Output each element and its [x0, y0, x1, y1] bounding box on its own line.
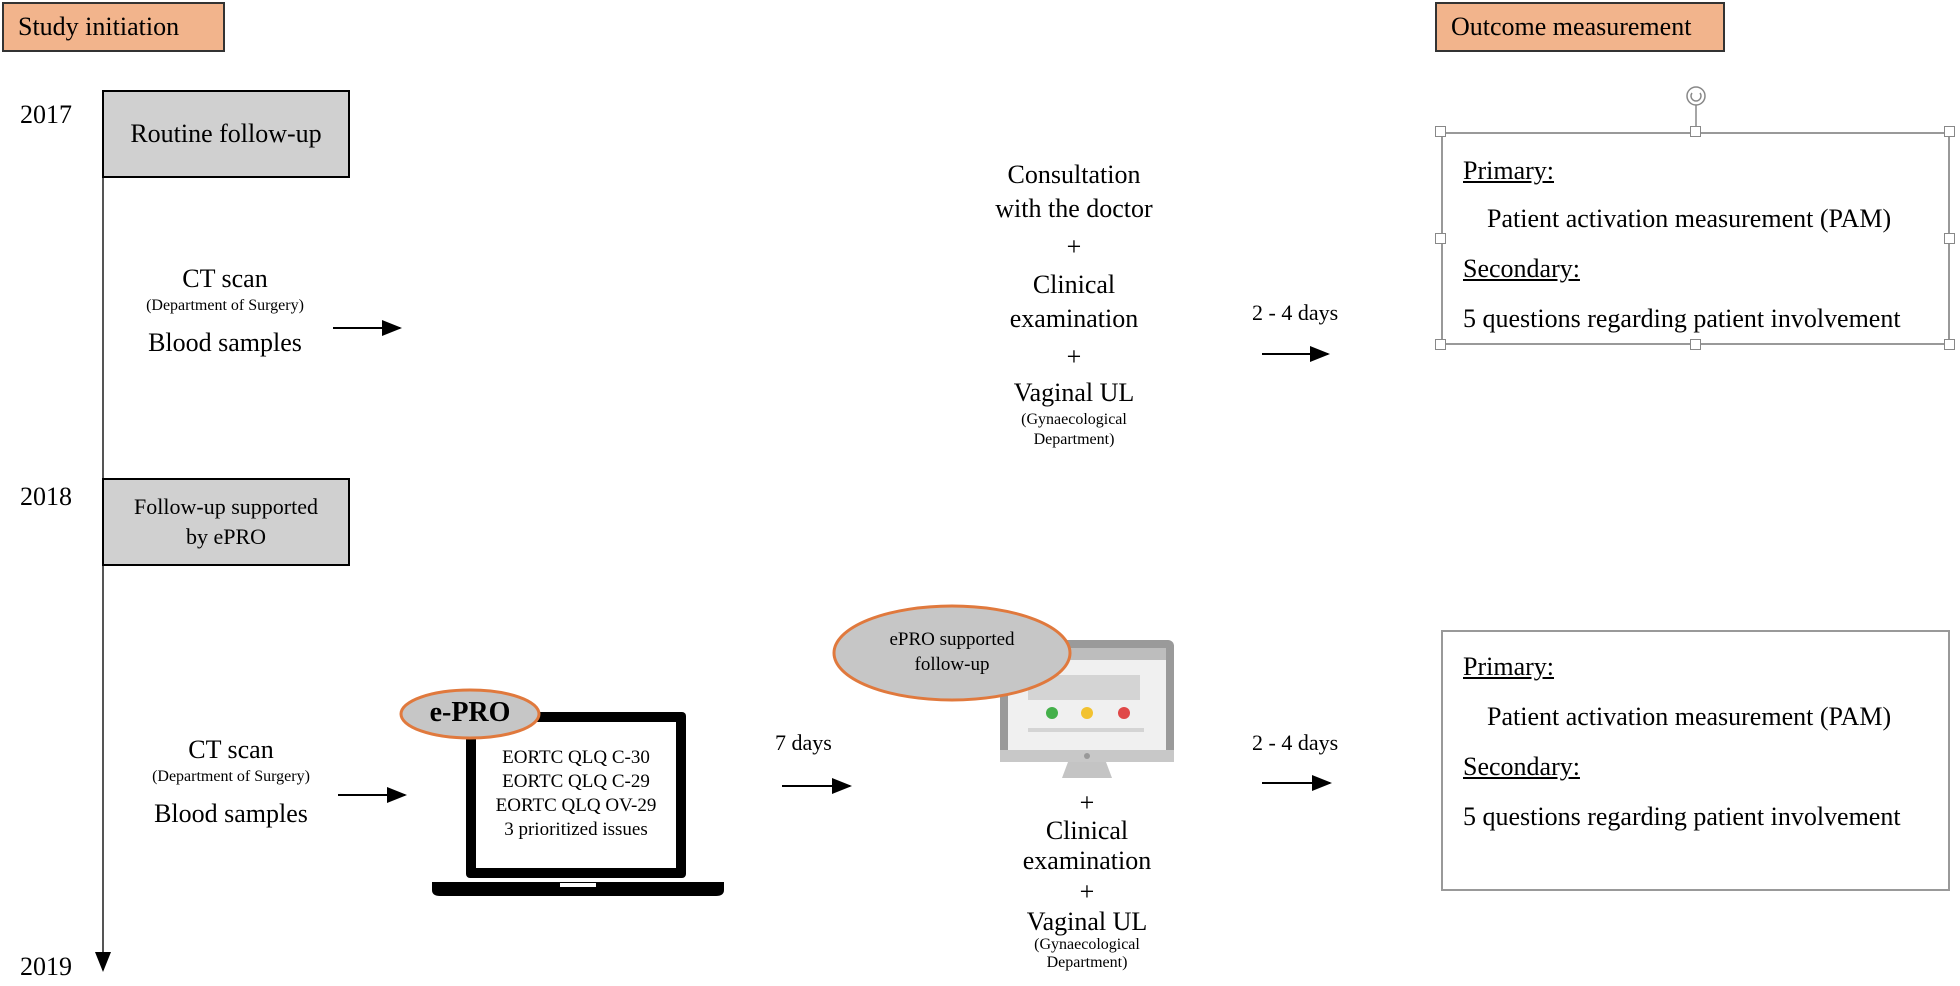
laptop-icon: [432, 712, 724, 896]
examination-label: examination: [1009, 304, 1139, 333]
ct-dept-label: (Department of Surgery): [146, 297, 304, 314]
secondary-label: Secondary:: [1463, 254, 1580, 283]
outcome-box-routine: Primary: Patient activation measurement …: [1441, 132, 1950, 345]
outcome-box-epro: Primary: Patient activation measurement …: [1441, 630, 1950, 891]
secondary-text: 5 questions regarding patient involvemen…: [1463, 802, 1901, 831]
routine-follow-up-box: Routine follow-up: [102, 90, 350, 178]
resize-handle[interactable]: [1690, 126, 1701, 137]
questionnaire-item: EORTC QLQ OV-29: [495, 795, 657, 816]
study-initiation-header: Study initiation: [2, 2, 225, 52]
year-2017: 2017: [20, 100, 72, 129]
with-doctor-label: with the doctor: [995, 194, 1153, 223]
secondary-label: Secondary:: [1463, 752, 1580, 781]
plus-sign: +: [1079, 877, 1095, 906]
primary-text: Patient activation measurement (PAM): [1487, 204, 1892, 233]
vaginal-ul-label: Vaginal UL: [1013, 378, 1135, 407]
year-2018: 2018: [20, 482, 72, 511]
epro-bubble-text: ePRO supported follow-up: [836, 627, 1068, 677]
resize-handle[interactable]: [1690, 339, 1701, 350]
epro-ct-block: CT scan (Department of Surgery) Blood sa…: [126, 733, 336, 831]
resize-handle[interactable]: [1944, 339, 1955, 350]
epro-badge-shape: [399, 688, 541, 740]
epro-badge: e-PRO: [429, 697, 511, 728]
routine-consult-block: Consultation with the doctor + Clinical …: [954, 158, 1194, 450]
clinical-label: Clinical: [1045, 816, 1129, 845]
ct-scan-label: CT scan: [188, 735, 274, 764]
questionnaire-item: EORTC QLQ C-30: [502, 747, 650, 768]
resize-handle[interactable]: [1944, 126, 1955, 137]
gyn-dept-label: (Gynaecological: [1021, 411, 1127, 428]
routine-days-label: 2 - 4 days: [1252, 300, 1339, 325]
consultation-label: Consultation: [1007, 160, 1141, 189]
primary-label: Primary:: [1463, 652, 1554, 681]
ct-scan-label: CT scan: [182, 264, 268, 293]
clinical-label: Clinical: [1032, 270, 1116, 299]
rotate-handle-icon: [1686, 86, 1706, 106]
bubble-line-2: follow-up: [914, 654, 990, 675]
outcome-measurement-header: Outcome measurement: [1435, 2, 1725, 52]
questionnaire-item: 3 prioritized issues: [504, 819, 648, 840]
vaginal-ul-label: Vaginal UL: [1026, 907, 1148, 936]
bubble-line-1: ePRO supported: [889, 629, 1015, 650]
questionnaire-item: EORTC QLQ C-29: [502, 771, 650, 792]
questionnaire-list: EORTC QLQ C-30 EORTC QLQ C-29 EORTC QLQ …: [476, 746, 676, 842]
plus-sign: +: [1066, 232, 1082, 261]
plus-sign: +: [1066, 342, 1082, 371]
routine-ct-block: CT scan (Department of Surgery) Blood sa…: [120, 262, 330, 360]
gyn-dept-label-2: Department): [1046, 954, 1128, 971]
epro-follow-up-box: Follow-up supported by ePRO: [102, 478, 350, 566]
primary-label: Primary:: [1463, 156, 1554, 185]
epro-days-label: 2 - 4 days: [1252, 730, 1339, 755]
resize-handle[interactable]: [1435, 233, 1446, 244]
examination-label: examination: [1022, 846, 1152, 875]
ct-dept-label: (Department of Surgery): [152, 768, 310, 785]
blood-samples-label: Blood samples: [154, 799, 308, 828]
epro-bubble-shape: [832, 604, 1072, 702]
gyn-dept-label-2: Department): [1033, 431, 1115, 448]
blood-samples-label: Blood samples: [148, 328, 302, 357]
gyn-dept-label: (Gynaecological: [1034, 936, 1140, 953]
year-2019: 2019: [20, 952, 72, 981]
secondary-text: 5 questions regarding patient involvemen…: [1463, 304, 1901, 333]
primary-text: Patient activation measurement (PAM): [1487, 702, 1892, 731]
resize-handle[interactable]: [1435, 126, 1446, 137]
epro-exam-block: + Clinical examination + Vaginal UL (Gyn…: [977, 790, 1197, 972]
resize-handle[interactable]: [1435, 339, 1446, 350]
plus-sign: +: [1079, 788, 1095, 817]
resize-handle[interactable]: [1944, 233, 1955, 244]
seven-days-label: 7 days: [775, 730, 832, 755]
